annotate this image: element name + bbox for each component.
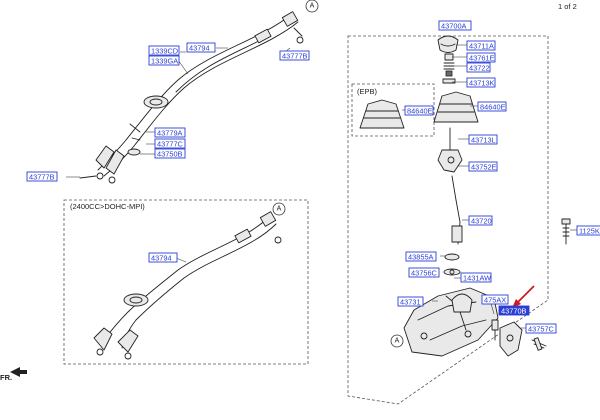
svg-text:43720: 43720: [471, 217, 492, 226]
callout-43711A[interactable]: 43711A: [466, 40, 496, 51]
callout-43757C[interactable]: 43757C: [525, 323, 557, 334]
lever-washers-drawing: [443, 253, 461, 276]
svg-text:A: A: [310, 3, 315, 10]
callout-1339GA[interactable]: 1339GA: [148, 55, 180, 66]
callout-43794-lower[interactable]: 43794: [148, 252, 178, 263]
callout-43700A[interactable]: 43700A: [438, 20, 472, 31]
svg-text:84640E: 84640E: [407, 107, 433, 116]
callout-43777C[interactable]: 43777C: [154, 138, 186, 149]
reference-mark-top: A: [305, 0, 319, 13]
callout-43794-upper[interactable]: 43794: [186, 42, 216, 53]
svg-text:475AX: 475AX: [484, 296, 506, 305]
svg-text:43794: 43794: [189, 44, 210, 53]
svg-text:43777C: 43777C: [157, 140, 184, 149]
callout-1339CD[interactable]: 1339CD: [148, 45, 180, 56]
callout-43722[interactable]: 43722: [466, 62, 491, 73]
epb-label: (EPB): [357, 87, 378, 96]
shift-knob-drawing: [437, 35, 459, 53]
lower-shift-cable-drawing: [93, 211, 282, 360]
page-indicator: 1 of 2: [558, 2, 577, 11]
svg-text:A: A: [277, 206, 282, 213]
leader-lower-cable: [175, 257, 187, 263]
svg-text:84640E: 84640E: [480, 103, 506, 112]
svg-text:43700A: 43700A: [441, 22, 467, 31]
epb-box: [351, 83, 435, 137]
engine-variant-label: (2400CC>DOHC-MPI): [70, 202, 145, 211]
svg-text:43770B: 43770B: [501, 307, 527, 316]
callout-43777B-lower[interactable]: 43777B: [26, 171, 58, 182]
svg-text:43756C: 43756C: [411, 269, 438, 278]
svg-text:43711A: 43711A: [469, 42, 494, 51]
base-bolt-drawing: [491, 319, 499, 341]
svg-text:1125K: 1125K: [579, 227, 600, 236]
callout-43731[interactable]: 43731: [397, 296, 424, 307]
svg-text:1339GA: 1339GA: [151, 57, 178, 66]
svg-text:43750B: 43750B: [157, 150, 183, 159]
lever-assembly-frame: [347, 35, 549, 405]
svg-text:43761E: 43761E: [469, 54, 495, 63]
front-arrow-icon: [10, 367, 27, 377]
svg-text:43777B: 43777B: [29, 173, 55, 182]
reference-mark-right: A: [390, 334, 404, 348]
knob-parts-drawing: [442, 53, 456, 84]
svg-text:43794: 43794: [151, 254, 172, 263]
callout-84640E-epb[interactable]: 84640E: [404, 105, 434, 116]
svg-text:43722: 43722: [469, 64, 490, 73]
upper-shift-cable-drawing: [79, 11, 304, 184]
callout-43713L[interactable]: 43713L: [468, 134, 498, 145]
svg-text:43713L: 43713L: [471, 136, 496, 145]
callout-43761E[interactable]: 43761E: [466, 52, 496, 63]
screw-drawing: [561, 218, 571, 245]
callout-475AX[interactable]: 475AX: [481, 294, 509, 305]
svg-text:43855A: 43855A: [408, 253, 434, 262]
svg-text:43757C: 43757C: [528, 325, 555, 334]
svg-text:1339CD: 1339CD: [151, 47, 178, 56]
svg-text:43731: 43731: [400, 298, 421, 307]
callout-highlighted[interactable]: 43770B: [498, 305, 530, 316]
callout-1431AW[interactable]: 1431AW: [460, 272, 492, 283]
callout-43713K[interactable]: 43713K: [466, 77, 496, 88]
callout-84640E-main[interactable]: 84640E: [477, 101, 507, 112]
callouts: 43700A 43711A 43761E 43722 43713K 84640E…: [26, 20, 600, 334]
svg-text:43713K: 43713K: [469, 79, 495, 88]
svg-text:A: A: [395, 338, 400, 345]
callout-43720[interactable]: 43720: [468, 215, 493, 226]
svg-text:1431AW: 1431AW: [463, 274, 491, 283]
pointer-arrow: [515, 285, 535, 305]
front-indicator: FR.: [0, 367, 27, 382]
shift-boot-drawing: [433, 91, 479, 123]
svg-text:43752E: 43752E: [471, 163, 497, 172]
svg-text:43777B: 43777B: [282, 52, 308, 61]
lever-joint-drawing: [437, 127, 463, 173]
reference-mark-lower: A: [272, 202, 286, 216]
lever-base-drawing: [403, 287, 499, 357]
front-label: FR.: [0, 373, 12, 382]
svg-text:43779A: 43779A: [157, 129, 183, 138]
callout-43750B[interactable]: 43750B: [154, 148, 186, 159]
epb-boot-drawing: [359, 99, 405, 129]
callout-43779A[interactable]: 43779A: [154, 127, 186, 138]
engine-variant-box: [63, 199, 309, 365]
callout-1125K[interactable]: 1125K: [576, 225, 600, 236]
callout-43756C[interactable]: 43756C: [408, 267, 440, 278]
shift-lever-rod-drawing: [451, 175, 463, 245]
callout-43777B-upper[interactable]: 43777B: [279, 50, 310, 61]
callout-43752E[interactable]: 43752E: [468, 161, 498, 172]
callout-43855A[interactable]: 43855A: [405, 251, 437, 262]
lever-bracket-drawing: [499, 321, 547, 357]
